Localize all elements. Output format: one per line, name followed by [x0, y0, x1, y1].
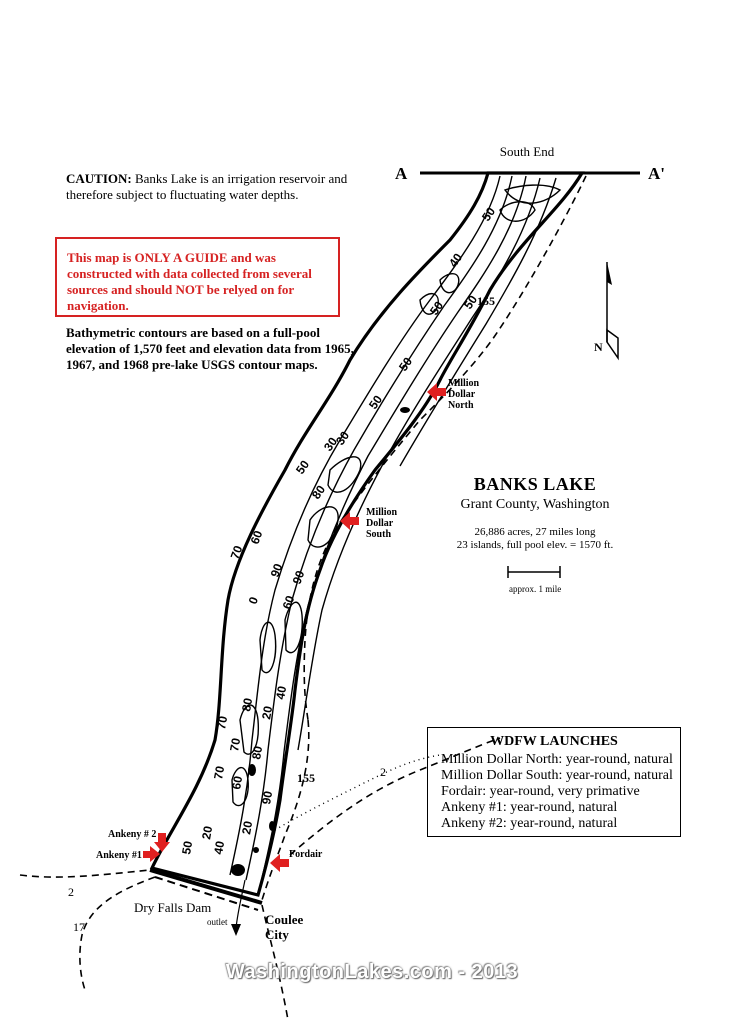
dam-road: [154, 876, 259, 911]
svg-text:60: 60: [280, 593, 298, 611]
lake-title-block: BANKS LAKE Grant County, Washington 26,8…: [440, 474, 630, 552]
svg-text:60: 60: [248, 528, 266, 546]
svg-text:70: 70: [228, 543, 246, 561]
launch-item: Million Dollar North: year-round, natura…: [441, 752, 673, 767]
svg-text:50: 50: [179, 840, 195, 856]
svg-text:40: 40: [273, 685, 289, 701]
outlet-label: outlet: [207, 917, 228, 927]
svg-text:80: 80: [309, 482, 328, 501]
town-label: Coulee City: [265, 912, 304, 942]
guide-warning-box: This map is ONLY A GUIDE and was constru…: [55, 237, 340, 317]
svg-text:80: 80: [239, 697, 255, 713]
svg-text:70: 70: [227, 737, 243, 753]
svg-text:70: 70: [211, 765, 227, 781]
lake-name: BANKS LAKE: [473, 474, 597, 494]
launches-title: WDFW LAUNCHES: [490, 734, 618, 749]
svg-text:40: 40: [211, 840, 227, 856]
road-2-west: 2: [68, 885, 74, 899]
lake-stats: 26,886 acres, 27 miles long 23 islands, …: [456, 526, 614, 551]
svg-text:50: 50: [479, 204, 498, 223]
launch-markers: [143, 383, 446, 872]
svg-text:20: 20: [239, 820, 255, 836]
dam-label: Dry Falls Dam: [134, 900, 212, 915]
roads: [19, 175, 587, 1021]
caution-text: Banks Lake is an irrigation reservoir an…: [66, 171, 348, 202]
svg-text:40: 40: [446, 250, 465, 269]
svg-text:50: 50: [293, 457, 312, 476]
svg-text:50: 50: [396, 354, 415, 373]
svg-text:80: 80: [249, 745, 265, 761]
svg-text:60: 60: [229, 775, 245, 791]
launch-label-fordair: Fordair: [289, 849, 323, 860]
road-155-south: 155: [297, 771, 315, 785]
launch-label-ankeny1: Ankeny #1: [96, 850, 142, 861]
contour-labels: 50 40 50 50 50 50 30 50 80 30 70 60 90 6…: [179, 204, 498, 855]
scale-label: approx. 1 mile: [509, 584, 562, 594]
caution-note: CAUTION: Banks Lake is an irrigation res…: [66, 171, 356, 203]
depth-contours: [229, 175, 562, 881]
guide-warning-text: This map is ONLY A GUIDE and was constru…: [67, 250, 312, 313]
launch-md-south-icon: [340, 512, 359, 530]
outlet-arrow-icon: [235, 879, 246, 929]
road-2-east: 2: [380, 765, 386, 779]
dam-line: [149, 868, 263, 905]
north-arrow-icon: [606, 262, 619, 361]
launch-ankeny1-icon: [143, 846, 160, 862]
svg-text:70: 70: [214, 715, 230, 731]
lake-county: Grant County, Washington: [460, 497, 610, 512]
launch-item: Ankeny #2: year-round, natural: [441, 816, 618, 831]
bathymetry-note: Bathymetric contours are based on a full…: [66, 325, 354, 372]
svg-text:90: 90: [268, 561, 286, 579]
svg-text:90: 90: [290, 568, 308, 586]
launch-ankeny2-icon: [154, 833, 170, 852]
launch-item: Million Dollar South: year-round, natura…: [441, 768, 673, 783]
svg-text:0: 0: [246, 595, 262, 606]
section-left-marker: A: [395, 164, 408, 183]
svg-text:20: 20: [259, 705, 275, 721]
svg-text:20: 20: [199, 825, 215, 841]
launch-item: Fordair: year-round, very primative: [441, 784, 640, 799]
launch-label-md-south: Million Dollar South: [366, 507, 398, 540]
caution-label: CAUTION:: [66, 171, 132, 186]
road-17: 17: [73, 920, 85, 934]
launch-label-ankeny2: Ankeny # 2: [108, 829, 157, 840]
north-label: N: [594, 340, 603, 354]
launches-panel: WDFW LAUNCHES Million Dollar North: year…: [427, 727, 681, 837]
road-155-north: 155: [477, 294, 495, 308]
lake-shoreline: [149, 171, 585, 897]
section-label: South End: [500, 144, 555, 159]
launch-md-north-icon: [427, 383, 446, 401]
launch-label-md-north: Million Dollar North: [448, 378, 480, 411]
svg-text:50: 50: [366, 392, 385, 411]
watermark: WashingtonLakes.com - 2013: [225, 961, 519, 983]
lake-islands: [231, 407, 410, 876]
launch-item: Ankeny #1: year-round, natural: [441, 800, 618, 815]
launch-fordair-icon: [270, 854, 289, 872]
section-right-marker: A': [648, 164, 665, 183]
svg-text:90: 90: [259, 790, 275, 806]
scale-bar: [507, 566, 561, 578]
